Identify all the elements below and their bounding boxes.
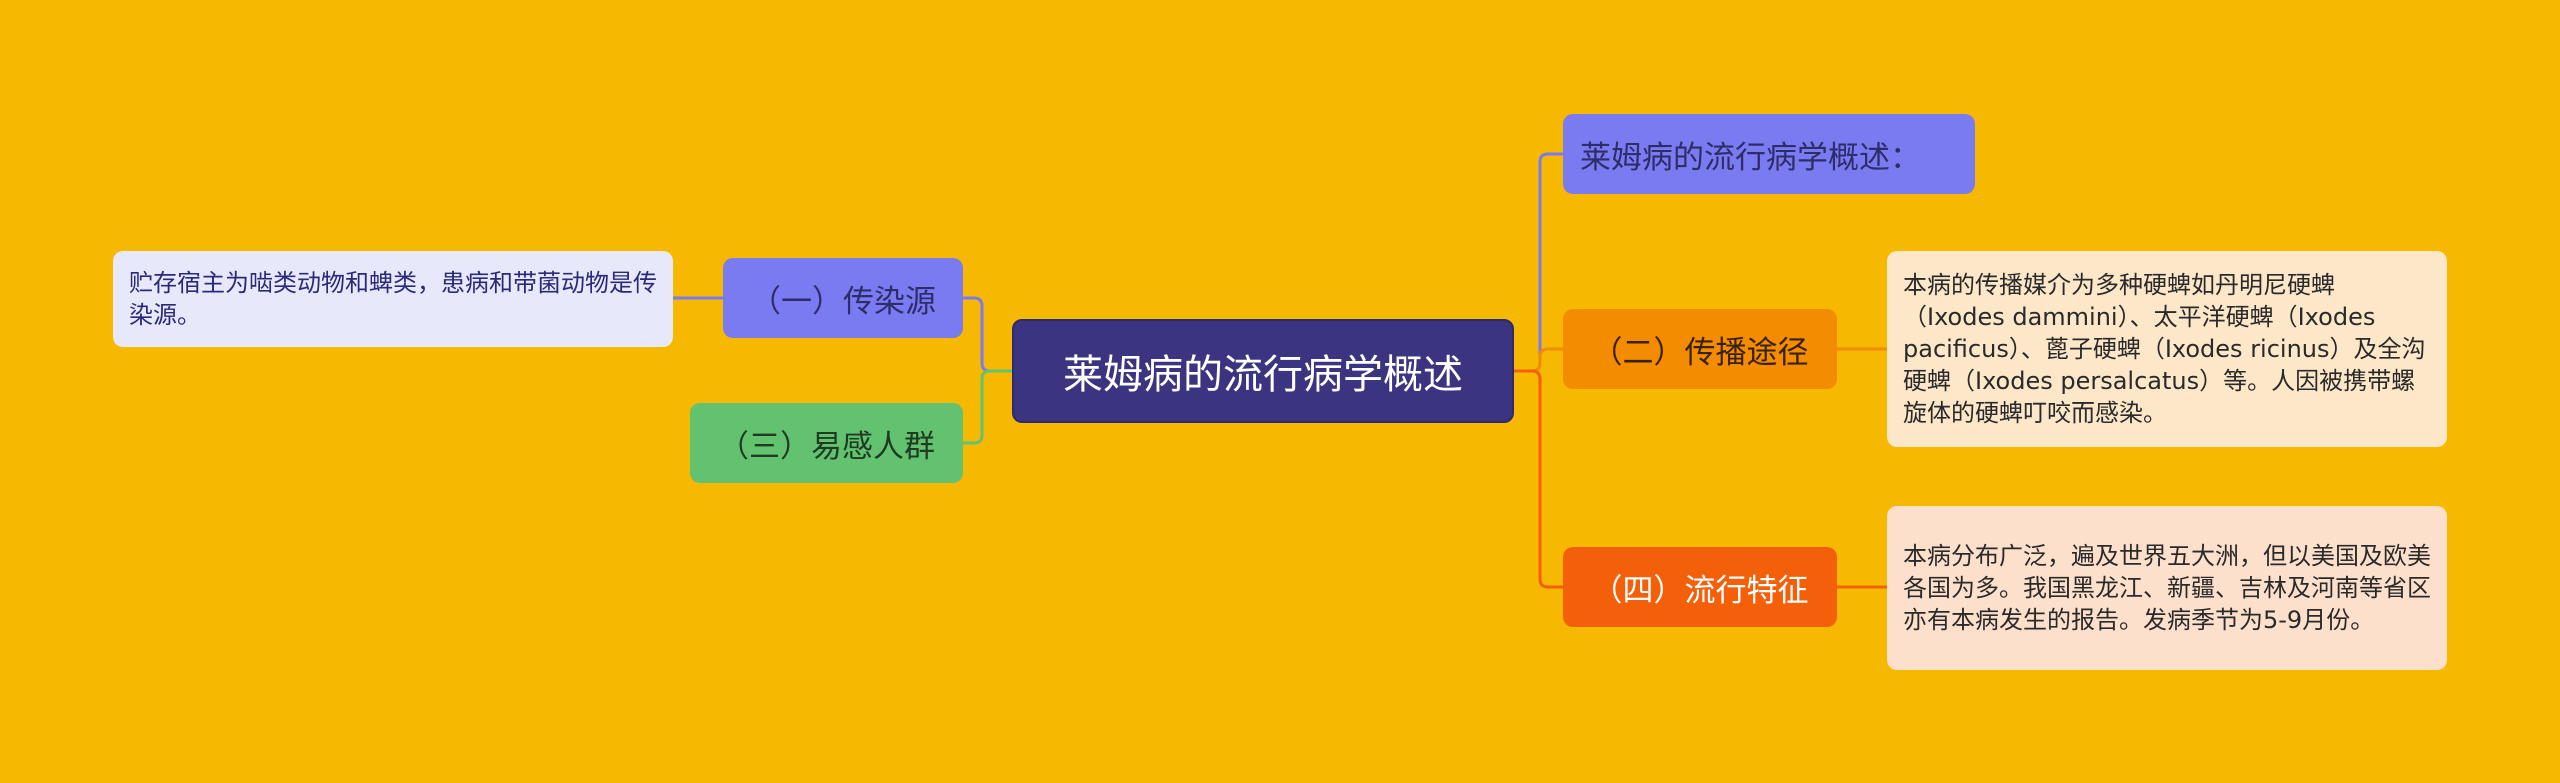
detail-transmission-route[interactable]: 本病的传播媒介为多种硬蜱如丹明尼硬蜱（Ixodes dammini）、太平洋硬蜱… (1887, 251, 2447, 447)
topic-transmission-source-label: （一）传染源 (750, 283, 936, 320)
link-root-to-overview (1514, 152, 1563, 373)
topic-susceptible-population-label: （三）易感人群 (718, 428, 935, 465)
root-topic-label: 莱姆病的流行病学概述 (1063, 352, 1463, 398)
topic-epidemic-features[interactable]: （四）流行特征 (1563, 547, 1837, 627)
detail-epidemic-features-text: 本病分布广泛，遍及世界五大洲，但以美国及欧美各国为多。我国黑龙江、新疆、吉林及河… (1903, 542, 2431, 634)
detail-transmission-source[interactable]: 贮存宿主为啮类动物和蜱类，患病和带菌动物是传染源。 (113, 251, 673, 347)
topic-susceptible-population[interactable]: （三）易感人群 (690, 403, 963, 483)
topic-transmission-route[interactable]: （二）传播途径 (1563, 309, 1837, 389)
link-root-to-source (963, 296, 1012, 373)
link-root-to-population (963, 369, 1012, 445)
detail-epidemic-features[interactable]: 本病分布广泛，遍及世界五大洲，但以美国及欧美各国为多。我国黑龙江、新疆、吉林及河… (1887, 506, 2447, 670)
root-topic[interactable]: 莱姆病的流行病学概述 (1012, 319, 1514, 423)
topic-overview[interactable]: 莱姆病的流行病学概述： (1563, 114, 1975, 194)
detail-transmission-source-text: 贮存宿主为啮类动物和蜱类，患病和带菌动物是传染源。 (129, 269, 657, 329)
topic-transmission-route-label: （二）传播途径 (1591, 334, 1809, 371)
link-root-to-features (1514, 369, 1563, 589)
topic-transmission-source[interactable]: （一）传染源 (723, 258, 963, 338)
topic-overview-label: 莱姆病的流行病学概述： (1580, 139, 1921, 176)
topic-epidemic-features-label: （四）流行特征 (1591, 572, 1809, 609)
detail-transmission-route-text: 本病的传播媒介为多种硬蜱如丹明尼硬蜱（Ixodes dammini）、太平洋硬蜱… (1903, 271, 2426, 427)
